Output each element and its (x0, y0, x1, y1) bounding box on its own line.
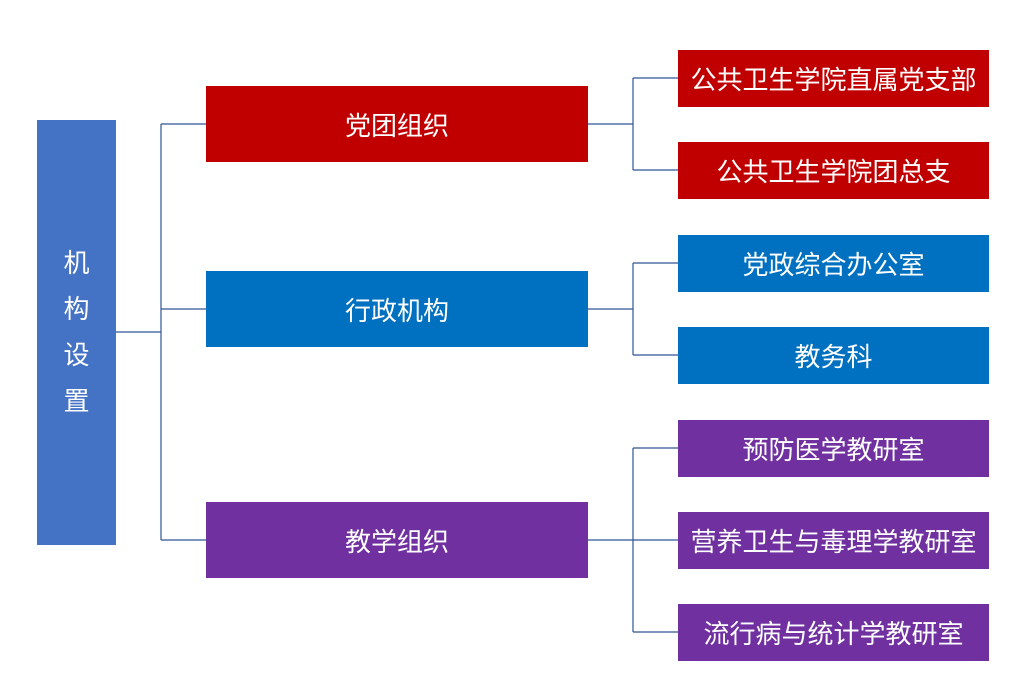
root-node-char-3: 设 (63, 340, 90, 371)
teaching-child-nutrition-toxicology: 营养卫生与毒理学教研室 (678, 512, 989, 569)
admin-child-general-office: 党政综合办公室 (678, 235, 989, 292)
root-node-char-2: 构 (63, 294, 90, 325)
party-child-party-branch: 公共卫生学院直属党支部 (678, 50, 989, 107)
teaching-child-preventive-medicine: 预防医学教研室 (678, 420, 989, 477)
root-node: 机 构 设 置 (37, 120, 116, 545)
party-child-youth-league: 公共卫生学院团总支 (678, 142, 989, 199)
group-admin: 行政机构 (206, 271, 588, 347)
group-party: 党团组织 (206, 86, 588, 162)
admin-child-academic-affairs: 教务科 (678, 327, 989, 384)
root-node-char-1: 机 (63, 248, 90, 279)
root-node-char-4: 置 (63, 386, 90, 417)
teaching-child-epidemiology-statistics: 流行病与统计学教研室 (678, 604, 989, 661)
group-teaching: 教学组织 (206, 502, 588, 578)
